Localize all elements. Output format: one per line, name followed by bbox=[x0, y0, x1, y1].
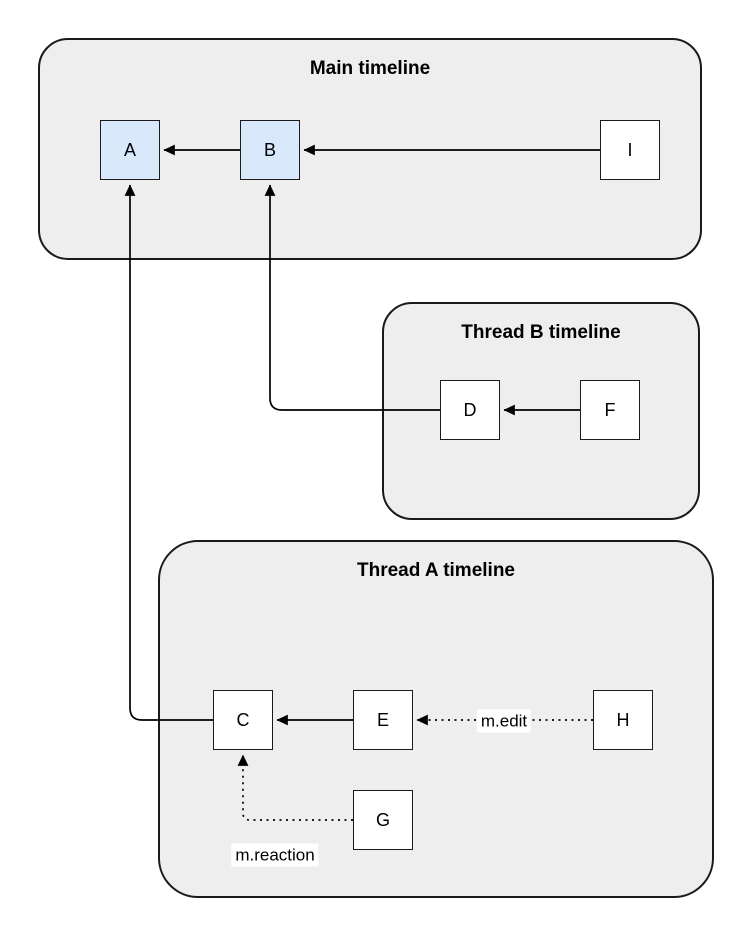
container-thread-a-timeline-title: Thread A timeline bbox=[356, 560, 515, 581]
node-e: E bbox=[353, 690, 413, 750]
node-f: F bbox=[580, 380, 640, 440]
container-main-timeline-title: Main timeline bbox=[309, 58, 431, 79]
node-c: C bbox=[213, 690, 273, 750]
edge-label-m-edit: m.edit bbox=[476, 709, 532, 733]
container-thread-b-timeline: Thread B timeline bbox=[382, 302, 700, 520]
node-g: G bbox=[353, 790, 413, 850]
edge-label-m-reaction: m.reaction bbox=[231, 843, 319, 867]
node-h: H bbox=[593, 690, 653, 750]
node-i: I bbox=[600, 120, 660, 180]
node-a: A bbox=[100, 120, 160, 180]
node-d: D bbox=[440, 380, 500, 440]
container-thread-b-timeline-title: Thread B timeline bbox=[461, 322, 621, 343]
node-b: B bbox=[240, 120, 300, 180]
